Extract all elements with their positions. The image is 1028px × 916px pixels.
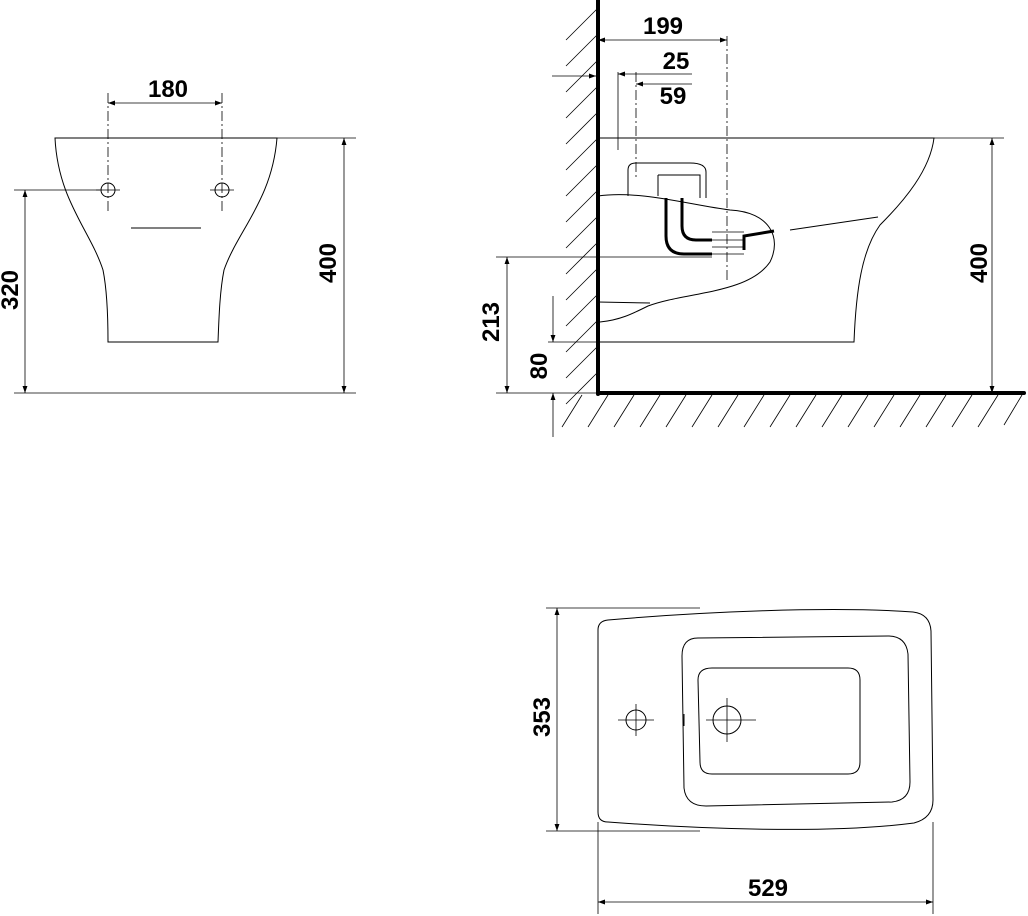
side-mixer-detail	[657, 174, 701, 198]
side-view: 199 25 59 400 213 80	[478, 0, 1026, 437]
top-view: 353 529	[529, 607, 934, 914]
front-view-outline	[54, 137, 278, 343]
top-bowl-outer	[681, 635, 911, 807]
dim-front-hole-height: 320	[0, 270, 24, 310]
dim-side-floor-gap: 80	[526, 353, 553, 380]
dim-side-hole-distance: 199	[643, 13, 683, 40]
side-drain-pipe	[664, 198, 775, 256]
top-view-outline	[597, 609, 934, 830]
dim-side-offset-pipe: 59	[660, 83, 687, 110]
side-surface-line	[789, 216, 879, 231]
dim-side-height: 400	[966, 243, 993, 283]
wall-hatching	[565, 7, 599, 405]
top-bowl-inner	[697, 667, 861, 775]
top-tap-hole	[618, 704, 654, 736]
dim-side-offset-small: 25	[663, 48, 690, 75]
dim-side-drain-height: 213	[478, 302, 505, 342]
dim-top-width: 353	[529, 697, 556, 737]
side-bowl-curve	[597, 194, 775, 323]
top-drain-hole	[706, 698, 756, 742]
dim-front-height: 400	[315, 243, 342, 283]
front-view: 180 320 400	[0, 76, 356, 394]
dim-top-length: 529	[748, 875, 788, 902]
floor-hatching	[561, 394, 1023, 428]
side-mixer-tap	[627, 162, 707, 198]
dim-front-hole-spacing: 180	[148, 76, 188, 103]
side-rim-line	[597, 301, 651, 304]
side-view-outline	[598, 137, 935, 343]
